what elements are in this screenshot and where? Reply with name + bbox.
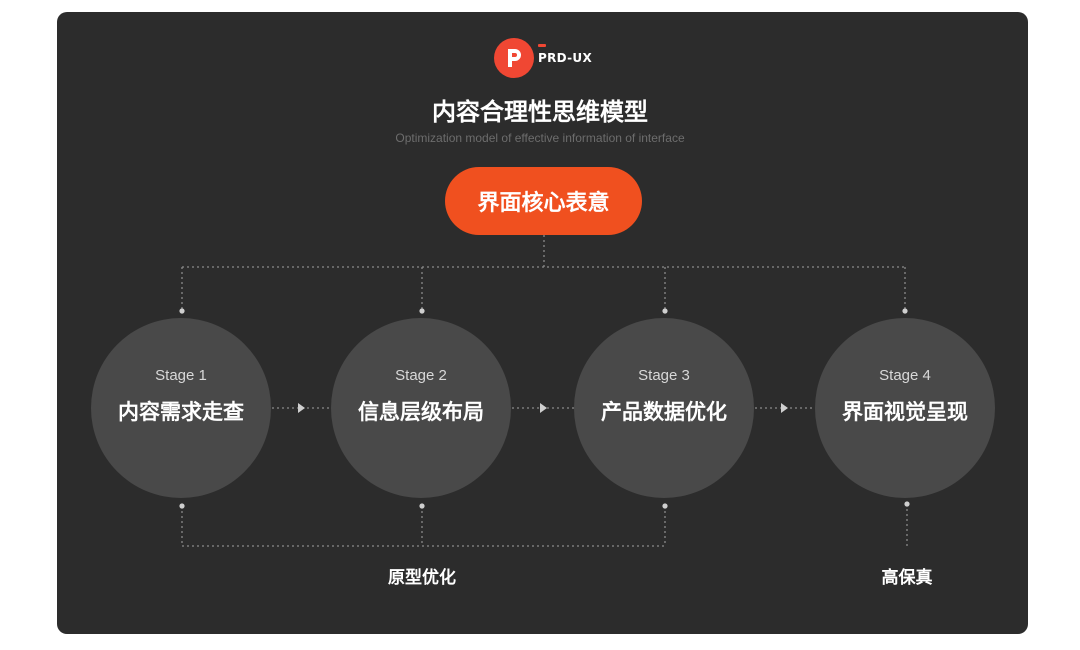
arrow-3-4-icon: [781, 403, 788, 413]
core-meaning-pill: 界面核心表意: [445, 167, 642, 235]
stage3-bottom-dot: [662, 503, 668, 509]
stage4-bottom-dot: [904, 501, 910, 507]
logo: PRD-UX: [494, 38, 592, 78]
arrow-1-2-icon: [298, 403, 305, 413]
stage4-top-dot: [902, 308, 908, 314]
logo-mark-icon: [494, 38, 534, 78]
stage1-bottom-dot: [179, 503, 185, 509]
stage1-top-dot: [179, 308, 185, 314]
stage-4-circle: Stage 4 界面视觉呈现: [815, 318, 995, 498]
stage-2-name: 信息层级布局: [358, 400, 484, 424]
stage-4-name: 界面视觉呈现: [842, 400, 968, 424]
stage-3-circle: Stage 3 产品数据优化: [574, 318, 754, 498]
stage-3-name: 产品数据优化: [601, 400, 727, 424]
stage2-bottom-dot: [419, 503, 425, 509]
stage-1-name: 内容需求走查: [118, 400, 244, 424]
stage-4-number: Stage 4: [879, 367, 931, 384]
prototype-optimization-label: 原型优化: [388, 568, 456, 588]
stage2-top-dot: [419, 308, 425, 314]
high-fidelity-label: 高保真: [881, 568, 933, 588]
stage-2-number: Stage 2: [395, 367, 447, 384]
stage-2-circle: Stage 2 信息层级布局: [331, 318, 511, 498]
stage3-top-dot: [662, 308, 668, 314]
stage-1-number: Stage 1: [155, 367, 207, 384]
logo-brand-text: PRD-UX: [538, 51, 592, 65]
arrow-2-3-icon: [540, 403, 547, 413]
diagram-title: 内容合理性思维模型: [432, 98, 648, 126]
stage-1-circle: Stage 1 内容需求走查: [91, 318, 271, 498]
diagram-subtitle: Optimization model of effective informat…: [395, 131, 685, 145]
diagram-card: [57, 12, 1028, 634]
stage-3-number: Stage 3: [638, 367, 690, 384]
